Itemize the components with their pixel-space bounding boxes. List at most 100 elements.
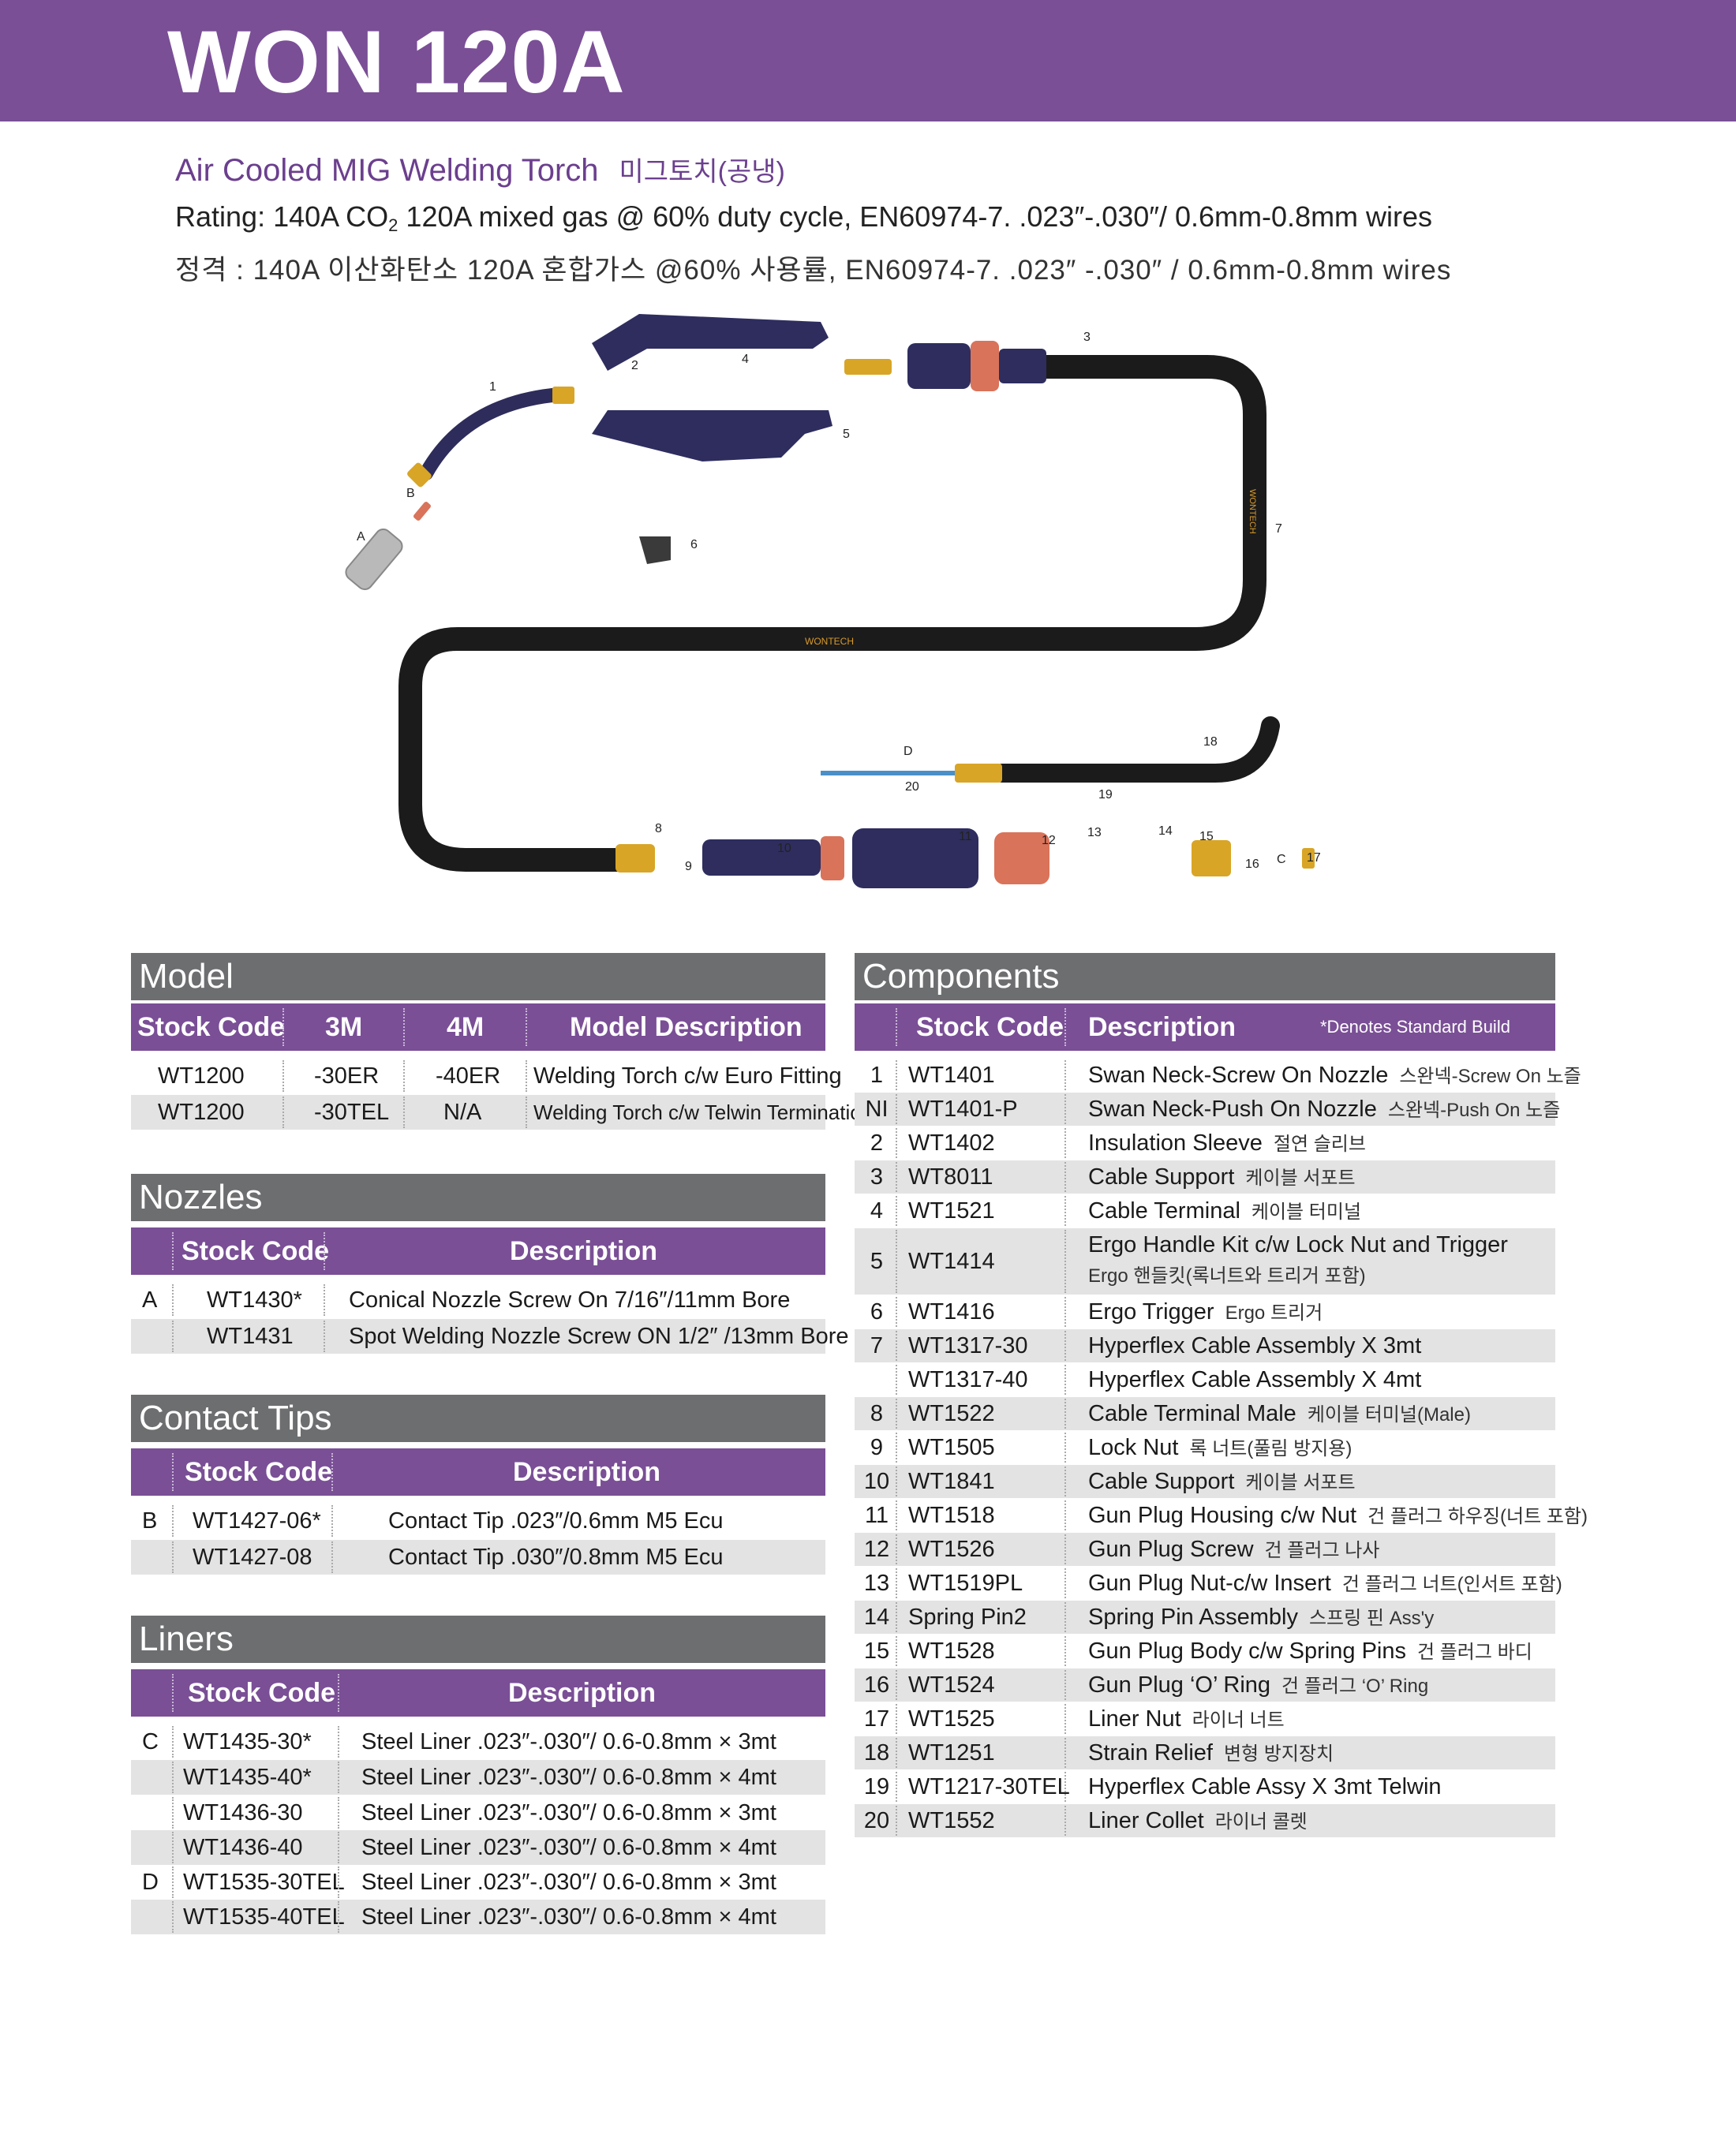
component-description-kr: 건 플러그 나사 [1264,1540,1380,1561]
diagram-label-17: 17 [1307,851,1321,865]
model-col-4m: 4M [447,1012,485,1042]
table-row: WT1535-40TEL Steel Liner .023″-.030″/ 0.… [131,1900,825,1934]
row-separator [1064,1806,1066,1836]
row-separator [896,1230,897,1293]
diagram-label-13: 13 [1087,826,1102,839]
component-description-en: Gun Plug ‘O’ Ring [1088,1672,1271,1698]
model-col-separator [282,1008,284,1046]
nozzles-stock-code: WT1431 [207,1324,294,1349]
tips-stock-code: WT1427-06* [193,1508,321,1534]
component-item-number: 4 [870,1198,884,1224]
component-description-kr: 건 플러그 바디 [1416,1642,1532,1663]
rating-en: Rating: 140A CO2 120A mixed gas @ 60% du… [175,200,1432,236]
component-stock-code: WT1401-P [908,1097,1018,1122]
component-description-en: Lock Nut [1088,1435,1179,1460]
row-separator [1064,1670,1066,1700]
component-item-number: 3 [870,1164,884,1190]
row-separator [1064,1297,1066,1327]
table-row: WT1200 -30TEL N/A Welding Torch c/w Telw… [131,1095,873,1130]
component-description-en: Ergo Trigger [1088,1299,1214,1325]
diagram-label-a: A [357,530,365,544]
component-stock-code: WT1552 [908,1808,995,1833]
component-stock-code: WT1525 [908,1706,995,1732]
component-description-en: Gun Plug Housing c/w Nut [1088,1503,1357,1528]
component-description-en: Hyperflex Cable Assembly X 4mt [1088,1367,1422,1392]
gas-diffuser [407,462,432,488]
model-stock-code: WT1200 [158,1100,245,1125]
component-description: Strain Relief 변형 방지장치 [1088,1736,1334,1771]
tips-col-stock-code: Stock Code [185,1457,333,1487]
row-separator [282,1097,284,1128]
table-row: A WT1430* Conical Nozzle Screw On 7/16″/… [131,1283,825,1317]
diagram-label-19: 19 [1098,788,1113,801]
component-stock-code: WT1521 [908,1198,995,1224]
row-separator [1064,1704,1066,1734]
contact-tip [413,502,431,521]
row-separator [1064,1331,1066,1361]
component-description-en: Strain Relief [1088,1740,1213,1766]
component-description-kr: 스완넥-Screw On 노즐 [1399,1066,1581,1087]
diagram-label-16: 16 [1245,858,1259,871]
row-separator [896,1162,897,1192]
diagram-label-5: 5 [843,428,850,441]
component-stock-code: WT1519PL [908,1571,1023,1596]
component-description: Hyperflex Cable Assembly X 3mt [1088,1329,1432,1364]
component-description-kr: 변형 방지장치 [1223,1743,1334,1765]
row-separator [1064,1568,1066,1598]
row-separator [896,1467,897,1496]
tips-description: Contact Tip .023″/0.6mm M5 Ecu [388,1508,724,1534]
component-stock-code: WT1528 [908,1638,995,1664]
model-col-3m: 3M [325,1012,363,1042]
tips-part-letter: B [142,1508,158,1534]
component-item-number: 12 [863,1537,890,1562]
liners-description: Steel Liner .023″-.030″/ 0.6-0.8mm × 4mt [361,1835,776,1860]
subtitle-en: Air Cooled MIG Welding Torch [175,153,599,188]
component-item-number: 10 [863,1469,890,1494]
liners-stock-code: WT1535-40TEL [183,1904,345,1930]
liners-description: Steel Liner .023″-.030″/ 0.6-0.8mm × 4mt [361,1765,776,1790]
liner-collet [955,764,1002,783]
gun-plug-nut [994,832,1049,884]
rating-en-post: 120A mixed gas @ 60% duty cycle, EN60974… [398,200,1433,233]
component-description-en: Liner Collet [1088,1808,1204,1833]
component-stock-code: WT1402 [908,1130,995,1156]
gun-plug-body [1192,840,1231,876]
row-separator [896,1365,897,1395]
row-separator [526,1060,527,1092]
component-stock-code: WT1217-30TEL [908,1774,1070,1799]
component-description-kr: 건 플러그 너트(인서트 포함) [1341,1574,1562,1595]
table-row: WT1436-30 Steel Liner .023″-.030″/ 0.6-0… [131,1795,825,1830]
component-stock-code: WT1518 [908,1503,995,1528]
liners-description: Steel Liner .023″-.030″/ 0.6-0.8mm × 3mt [361,1729,776,1754]
row-separator [896,1704,897,1734]
row-separator [896,1806,897,1836]
component-stock-code: WT1414 [908,1249,995,1274]
diagram-label-1: 1 [489,380,496,394]
conical-nozzle [345,528,403,591]
component-item-number: 5 [870,1249,884,1274]
handle-upper [592,314,829,371]
model-description: Welding Torch c/w Euro Fitting [533,1063,842,1089]
nozzles-section-title: Nozzles [131,1174,825,1221]
component-description-kr: 절연 슬리브 [1273,1134,1366,1155]
component-item-number: 6 [870,1299,884,1325]
handle-lower [592,410,832,461]
diagram-label-6: 6 [690,538,698,551]
model-section-title: Model [131,953,825,1000]
rating-en-pre: Rating: 140A CO [175,200,389,233]
row-separator [1064,1060,1066,1090]
row-separator [338,1797,339,1829]
liners-description: Steel Liner .023″-.030″/ 0.6-0.8mm × 3mt [361,1800,776,1825]
